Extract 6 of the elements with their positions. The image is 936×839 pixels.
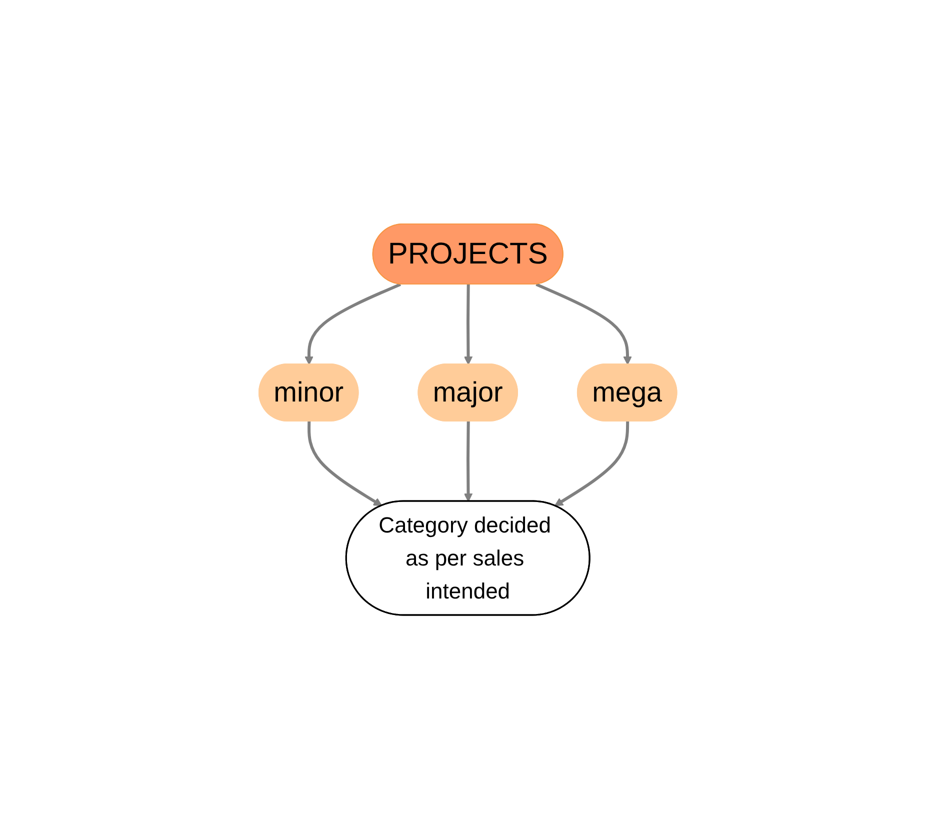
arrow [464,421,473,502]
arrow [304,282,402,365]
arrow [464,284,473,365]
arrow [308,421,382,506]
arrow [536,282,632,365]
arrow [554,421,630,506]
